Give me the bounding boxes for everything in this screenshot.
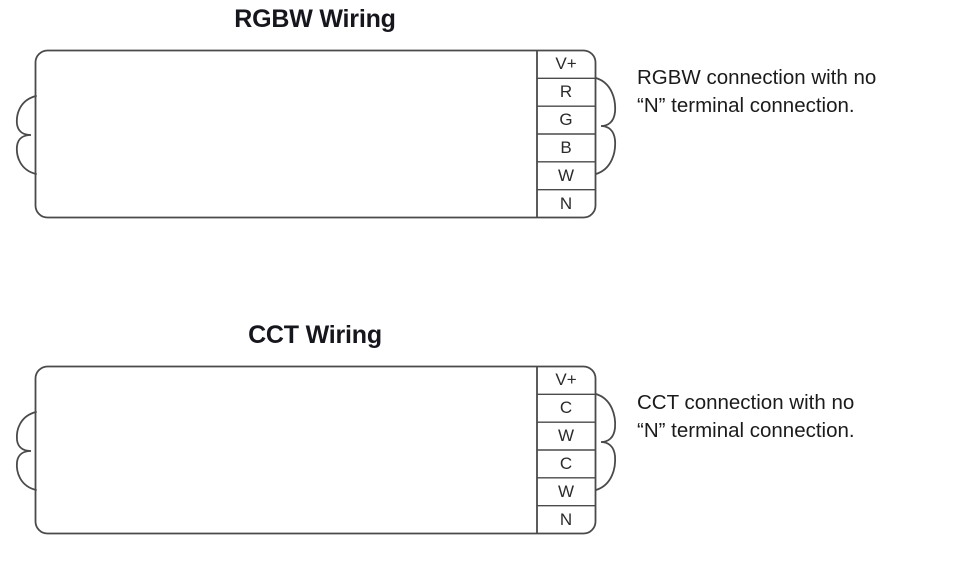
terminal-label-b: B	[560, 137, 572, 157]
rgbw-diagram-title: RGBW Wiring	[234, 5, 396, 33]
cct-wiring-diagram: CCT Wiring V+ C W C W N CCT connection w…	[0, 316, 971, 568]
terminal-label-n: N	[559, 509, 573, 529]
terminal-label-vplus: V+	[555, 370, 577, 390]
terminal-label-n: N	[559, 193, 573, 213]
cct-description-text: CCT connection with no “N” terminal conn…	[637, 391, 855, 442]
rgbw-device-svg	[15, 49, 617, 219]
terminal-label-vplus: V+	[555, 54, 577, 74]
right-wire-bracket	[595, 393, 617, 491]
left-wire-bracket	[15, 411, 37, 491]
terminal-label-r: R	[559, 82, 573, 102]
terminal-label-c2: C	[559, 453, 573, 473]
rgbw-wiring-diagram: RGBW Wiring V+ R G B W N RGBW con	[0, 5, 877, 238]
terminal-label-w: W	[557, 165, 575, 185]
left-wire-bracket	[15, 95, 37, 175]
terminal-label-c1: C	[559, 398, 573, 418]
cct-device-svg	[15, 365, 617, 535]
rgbw-description-text: RGBW connection with no “N” terminal con…	[637, 66, 877, 117]
cct-terminal-label-stack: V+ C W C W N	[537, 366, 595, 533]
rgbw-terminal-label-stack: V+ R G B W N	[537, 50, 595, 217]
right-wire-bracket	[595, 77, 617, 175]
device-body-outline	[34, 49, 597, 219]
terminal-label-w2: W	[557, 481, 575, 501]
rgbw-device-illustration: V+ R G B W N	[0, 38, 640, 238]
terminal-label-w1: W	[557, 426, 575, 446]
cct-device-illustration: V+ C W C W N	[0, 354, 640, 554]
terminal-label-g: G	[559, 110, 573, 130]
cct-diagram-title: CCT Wiring	[248, 321, 382, 349]
device-body-outline	[34, 365, 597, 535]
